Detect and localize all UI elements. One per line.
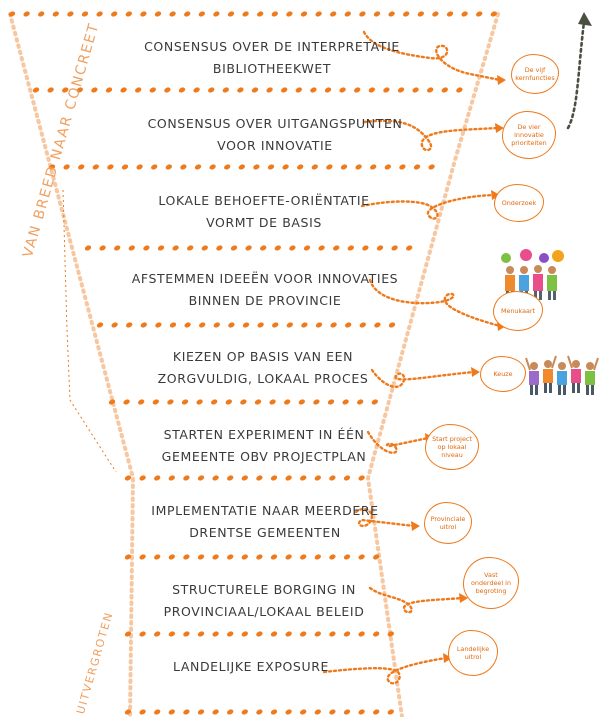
bubble-text: Start project [432, 435, 472, 443]
connector-arrow [370, 368, 476, 389]
bubble-text: Provinciale [430, 515, 466, 523]
outcome-bubble: Keuze [480, 356, 526, 392]
funnel-step: STRUCTURELE BORGING IN PROVINCIAAL/LOKAAL… [104, 579, 424, 623]
step-line-1: CONSENSUS OVER UITGANGSPUNTEN [147, 116, 403, 131]
separator-row [124, 554, 380, 560]
step-line-2: GEMEENTE OBV PROJECTPLAN [161, 449, 367, 464]
step-line-1: LOKALE BEHOEFTE-ORIËNTATIE [158, 193, 370, 208]
connector-arrow [354, 507, 416, 528]
separator-row [124, 475, 365, 481]
separator-row [84, 245, 413, 251]
separator-row [124, 709, 394, 715]
step-line-2: VOOR INNOVATIE [217, 138, 333, 153]
funnel-right-edge [365, 12, 500, 717]
outcome-bubble: Menukaart [493, 291, 543, 331]
step-line-1: LANDELIJKE EXPOSURE [173, 659, 329, 674]
bubble-text: Keuze [493, 370, 513, 378]
bubble-text: Landelijke [456, 645, 490, 653]
bubble-text: kernfuncties [515, 74, 555, 82]
funnel-step: IMPLEMENTATIE NAAR MEERDERE DRENTSE GEMEE… [105, 500, 425, 544]
separator-row [96, 322, 396, 328]
connector-arrow [322, 656, 448, 685]
separator-row [48, 164, 435, 170]
outcome-bubble: Onderzoek [494, 184, 544, 222]
funnel-step: STARTEN EXPERIMENT IN ÉÉN GEMEENTE OBV PR… [104, 424, 424, 468]
bubble-text: innovatie [514, 131, 544, 139]
funnel-step: KIEZEN OP BASIS VAN EEN ZORGVULDIG, LOKAA… [103, 346, 423, 390]
funnel-step: CONSENSUS OVER DE INTERPRETATIE BIBLIOTHE… [112, 36, 432, 80]
funnel-step: LANDELIJKE EXPOSURE [91, 656, 411, 678]
bubble-text: De vijf [524, 66, 546, 74]
bubble-text: prioriteiten [511, 139, 547, 147]
bubble-text: op lokaal [437, 443, 467, 451]
arrow-head [471, 367, 480, 377]
step-line-2: DRENTSE GEMEENTEN [189, 525, 341, 540]
arrow-head [411, 521, 420, 531]
bubble-text: Onderzoek [501, 199, 537, 207]
arrow-head [495, 123, 504, 133]
connector-arrow [362, 119, 500, 152]
funnel-edges [8, 12, 500, 717]
arrow-head [443, 653, 452, 663]
bubble-text: De vier [517, 123, 541, 131]
bubble-text: niveau [441, 451, 463, 459]
step-line-1: AFSTEMMEN IDEEËN VOOR INNOVATIES [131, 271, 399, 286]
step-line-2: ZORGVULDIG, LOKAAL PROCES [157, 371, 369, 386]
people-illustration-2 [525, 355, 599, 395]
people-illustration-1 [501, 249, 564, 300]
dotted-separators [8, 11, 497, 715]
step-line-2: BIBLIOTHEEKWET [212, 61, 332, 76]
step-line-1: KIEZEN OP BASIS VAN EEN [172, 349, 354, 364]
bubble-text: onderdeel in [470, 579, 512, 587]
arrow-head [459, 593, 468, 603]
step-line-2: PROVINCIAAL/LOKAAL BELEID [163, 604, 365, 619]
connector-arrow [366, 430, 430, 454]
step-line-2: BINNEN DE PROVINCIE [188, 293, 342, 308]
arrow-head [497, 75, 506, 85]
bubble-text: begroting [475, 587, 507, 595]
step-line-1: STRUCTURELE BORGING IN [172, 582, 356, 597]
bubble-text: Vast [484, 571, 498, 579]
connector-arrow [368, 278, 502, 328]
step-line-1: IMPLEMENTATIE NAAR MEERDERE [151, 503, 379, 518]
connector-arrow [362, 30, 502, 82]
left-dotted-guide [62, 189, 117, 473]
funnel-left-edge [8, 12, 136, 717]
dark-arrow-head [578, 12, 592, 26]
bubble-text: uitrol [439, 523, 457, 531]
connector-arrow [368, 586, 464, 614]
step-line-1: STARTEN EXPERIMENT IN ÉÉN [163, 427, 365, 442]
step-line-1: CONSENSUS OVER DE INTERPRETATIE [144, 39, 400, 54]
bubble-text: Menukaart [500, 307, 536, 315]
separator-row [124, 631, 394, 637]
bubble-text: uitrol [464, 653, 482, 661]
separator-row [8, 11, 497, 17]
dark-arrow [566, 20, 586, 130]
funnel-step: AFSTEMMEN IDEEËN VOOR INNOVATIES BINNEN D… [105, 268, 425, 312]
connector-arrow [360, 193, 496, 220]
funnel-step: LOKALE BEHOEFTE-ORIËNTATIE VORMT DE BASIS [104, 190, 424, 234]
step-line-2: VORMT DE BASIS [206, 215, 322, 230]
separator-row [108, 399, 378, 405]
separator-row [32, 87, 463, 93]
connector-arrows [322, 30, 506, 685]
funnel-step: CONSENSUS OVER UITGANGSPUNTEN VOOR INNOVA… [115, 113, 435, 157]
